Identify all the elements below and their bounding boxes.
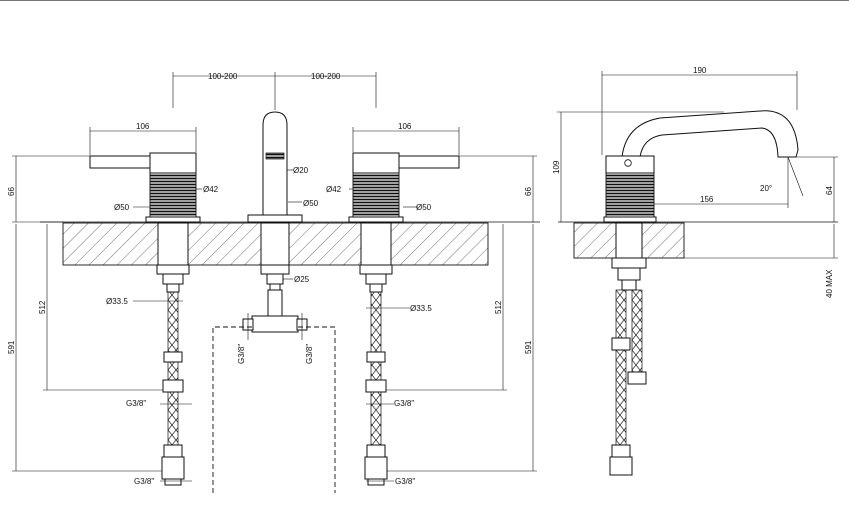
side-handle-dot [624, 159, 632, 167]
label-side-width: 190 [693, 66, 707, 75]
label-dia-shank-right: Ø33.5 [410, 304, 432, 313]
side-deck-hole [615, 222, 643, 259]
label-dia-base-right: Ø50 [416, 203, 432, 212]
label-side-height: 109 [552, 160, 561, 174]
right-handle-valve [348, 152, 460, 293]
label-height-left: 66 [7, 187, 16, 196]
label-thread-left-mid: G3/8" [126, 399, 146, 408]
label-dia-handle-left: Ø42 [203, 185, 219, 194]
side-base [603, 216, 657, 223]
front-dimension-lines [12, 72, 537, 482]
front-view: 100-200 100-200 106 106 66 66 591 591 51… [7, 72, 540, 493]
side-grip [605, 172, 655, 219]
deck-hole-right [360, 222, 392, 266]
label-handle-left: 106 [136, 122, 150, 131]
label-total-right: 591 [524, 340, 533, 354]
label-side-deck-max: 40 MAX [825, 269, 834, 298]
label-dia-base-left: Ø50 [114, 203, 130, 212]
label-thread-center-right: G3/8" [305, 344, 314, 364]
label-dia-base-center: Ø50 [303, 199, 319, 208]
deck-hole-center [260, 222, 290, 266]
label-thread-right-bottom: G3/8" [395, 477, 415, 486]
installation-outline [212, 326, 336, 493]
label-spacing-left: 100-200 [208, 72, 238, 81]
label-dia-shank-center: Ø25 [294, 275, 310, 284]
label-thread-left-bottom: G3/8" [134, 477, 154, 486]
left-hose [161, 291, 185, 486]
label-spacing-right: 100-200 [311, 72, 341, 81]
label-hose-right: 512 [494, 300, 503, 314]
label-dia-outlet: Ø20 [293, 166, 309, 175]
label-dia-shank-left: Ø33.5 [106, 297, 128, 306]
side-handle-cap [605, 155, 655, 174]
label-height-right: 66 [524, 187, 533, 196]
label-thread-center-left: G3/8" [237, 344, 246, 364]
label-total-left: 591 [7, 340, 16, 354]
label-side-outlet-height: 64 [825, 186, 834, 195]
label-side-reach: 156 [700, 195, 714, 204]
side-dimension-lines [557, 71, 838, 259]
center-spout [242, 111, 308, 333]
label-side-angle: 20° [760, 184, 772, 193]
deck-hole-left [157, 222, 189, 266]
side-labels: 190 109 156 20° 64 40 MAX [552, 66, 834, 298]
label-thread-right-mid: G3/8" [394, 399, 414, 408]
label-handle-right: 106 [398, 122, 412, 131]
side-hose [609, 289, 647, 476]
side-view: 190 109 156 20° 64 40 MAX [552, 66, 838, 476]
front-labels: 100-200 100-200 106 106 66 66 591 591 51… [7, 72, 533, 486]
label-dia-handle-right: Ø42 [326, 185, 342, 194]
side-spout [621, 110, 799, 158]
right-hose [364, 291, 388, 486]
label-hose-left: 512 [38, 300, 47, 314]
left-handle-valve [89, 152, 201, 293]
